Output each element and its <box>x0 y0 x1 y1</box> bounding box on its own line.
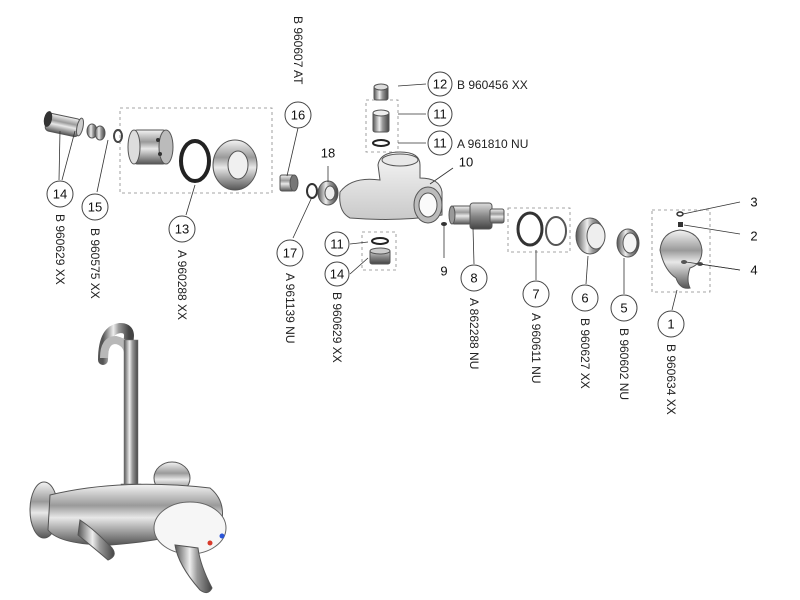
callout-6-code: B 960627 XX <box>578 318 592 389</box>
callout-17-number: 15 <box>88 200 102 215</box>
part-14-drawing <box>369 247 391 265</box>
callout-7-number: 7 <box>532 287 539 302</box>
callout-6-number: 6 <box>581 291 588 306</box>
callout-10-number: 10 <box>459 155 473 170</box>
callout-19-code: A 961139 NU <box>283 273 297 344</box>
part-3-drawing <box>676 211 684 217</box>
callout-8-number: 8 <box>470 271 477 286</box>
callout-14: 14 B 960629 XX <box>324 261 350 363</box>
part-15-drawing <box>127 129 258 191</box>
callout-19-number: 17 <box>283 246 297 261</box>
leader-lines <box>58 83 741 311</box>
callout-1-code: B 960634 XX <box>664 344 678 415</box>
callout-11-top-number: 11 <box>433 136 447 151</box>
callout-13-number: 12 <box>433 77 447 92</box>
callout-9-number: 9 <box>440 264 447 279</box>
callout-8: 8 A 862288 NU <box>460 264 488 369</box>
callout-1: 1 B 960634 XX <box>657 310 685 415</box>
part-16-drawing <box>43 111 84 138</box>
callout-19: 17 A 961139 NU <box>276 239 304 344</box>
part-6-drawing <box>575 217 606 255</box>
callout-5-code: B 960602 NU <box>617 328 631 400</box>
callout-17-code: B 960575 XX <box>88 228 102 299</box>
callout-18: 16 B 960607 AT <box>284 16 312 129</box>
part-17-drawing <box>86 123 123 143</box>
part-7-drawing <box>516 211 567 247</box>
callout-2: 2 <box>750 229 757 244</box>
part-12-drawing <box>372 109 390 133</box>
part-19-drawing <box>306 183 318 199</box>
part-11-top-drawing <box>372 139 390 147</box>
part-8-cartridge-drawing <box>448 202 505 230</box>
callout-20: 18 <box>321 146 335 161</box>
callout-11-bottom: 11 <box>324 231 350 257</box>
callout-16: 14 B 960629 XX <box>46 180 74 285</box>
callout-4-number: 4 <box>750 263 757 278</box>
callout-5-number: 5 <box>620 301 627 316</box>
callout-12-number: 11 <box>433 107 447 122</box>
assembled-mixer-illustration <box>29 322 227 594</box>
callout-16-code: B 960629 XX <box>53 214 67 285</box>
callout-4: 4 <box>750 263 757 278</box>
callout-14-code: B 960629 XX <box>330 292 344 363</box>
callout-17: 15 B 960575 XX <box>81 193 109 299</box>
callout-1-number: 1 <box>667 317 674 332</box>
callout-11-top-code: A 961810 NU <box>457 137 528 151</box>
part-1-handle-drawing <box>659 229 703 289</box>
callout-8-code: A 862288 NU <box>467 298 481 369</box>
callout-9: 9 <box>440 264 447 279</box>
part-20-drawing <box>317 180 339 206</box>
part-4-drawing <box>681 260 687 264</box>
callout-16-number: 14 <box>53 187 67 202</box>
callout-2-number: 2 <box>750 229 757 244</box>
callout-5: 5 B 960602 NU <box>610 294 638 400</box>
part-18-drawing <box>279 174 299 192</box>
callout-12: 11 <box>427 101 453 127</box>
callout-11-top: 11 A 961810 NU <box>427 130 528 156</box>
callout-10: 10 <box>459 155 473 170</box>
callout-7: 7 A 960611 NU <box>522 280 550 384</box>
callout-18-number: 16 <box>291 108 305 123</box>
part-9-drawing <box>441 222 447 226</box>
callout-15: 13 A 960288 XX <box>168 215 196 320</box>
callout-6: 6 B 960627 XX <box>571 284 599 389</box>
group-box-7 <box>507 207 571 253</box>
callout-15-number: 13 <box>175 222 189 237</box>
part-13-drawing <box>373 83 389 101</box>
callout-13: 12 B 960456 XX <box>427 71 528 97</box>
callout-7-code: A 960611 NU <box>529 313 543 384</box>
part-11-bottom-drawing <box>371 237 389 245</box>
callout-11-bottom-number: 11 <box>330 237 344 252</box>
callout-14-number: 14 <box>330 267 344 282</box>
group-box-15 <box>119 107 273 194</box>
callout-20-number: 18 <box>321 146 335 161</box>
group-box-1 <box>651 209 711 293</box>
callout-3: 3 <box>750 195 757 210</box>
part-2-drawing <box>678 222 683 227</box>
callout-18-code: B 960607 AT <box>291 16 305 85</box>
callout-3-number: 3 <box>750 195 757 210</box>
callout-13-code: B 960456 XX <box>457 78 528 92</box>
part-5-drawing <box>616 228 640 258</box>
callout-15-code: A 960288 XX <box>175 250 189 320</box>
part-10-valve-body-drawing <box>339 151 443 224</box>
